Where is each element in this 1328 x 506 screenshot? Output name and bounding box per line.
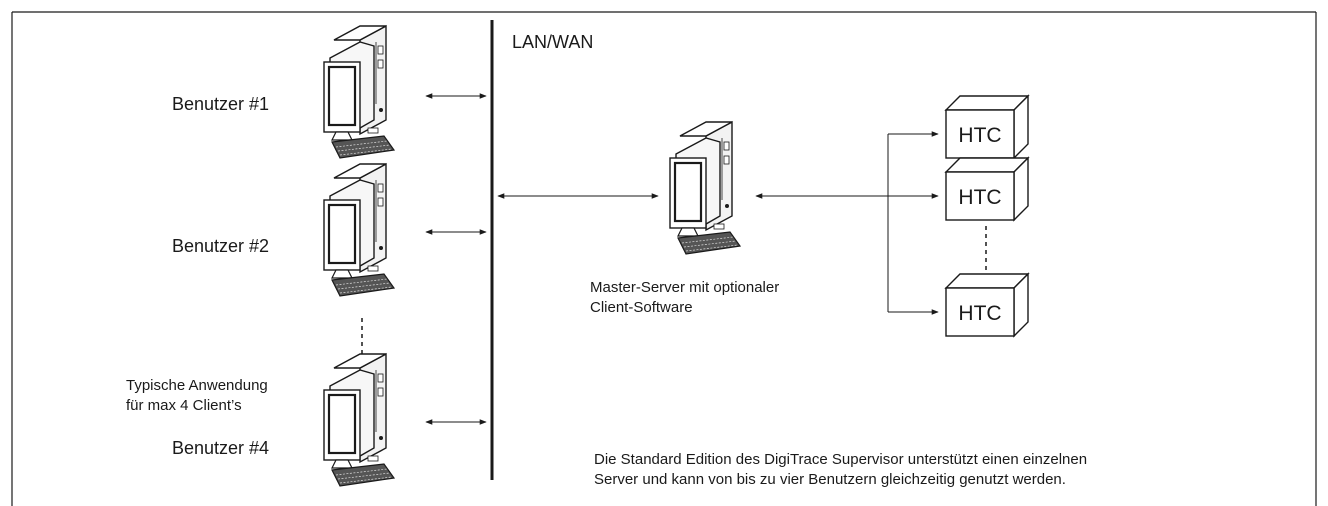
typical-note-line2: für max 4 Client’s [126, 397, 242, 414]
server-label-line1: Master-Server mit optionaler [590, 279, 779, 296]
footer-text-line2: Server und kann von bis zu vier Benutzer… [594, 471, 1066, 488]
footer-text-line1: Die Standard Edition des DigiTrace Super… [594, 451, 1087, 468]
user-1-label: Benutzer #1 [172, 94, 269, 114]
htc-1-label: HTC [958, 124, 1001, 147]
lan-wan-label: LAN/WAN [512, 32, 593, 52]
user-4-computer-icon [322, 352, 396, 488]
user-4-label: Benutzer #4 [172, 438, 269, 458]
server-label-line2: Client-Software [590, 299, 693, 316]
user-1-computer-icon [322, 24, 396, 160]
user-2-computer-icon [322, 162, 396, 298]
typical-note-line1: Typische Anwendung [126, 377, 268, 394]
master-server-computer-icon [668, 120, 742, 256]
user-2-label: Benutzer #2 [172, 236, 269, 256]
htc-2-label: HTC [958, 186, 1001, 209]
htc-3-label: HTC [958, 302, 1001, 325]
